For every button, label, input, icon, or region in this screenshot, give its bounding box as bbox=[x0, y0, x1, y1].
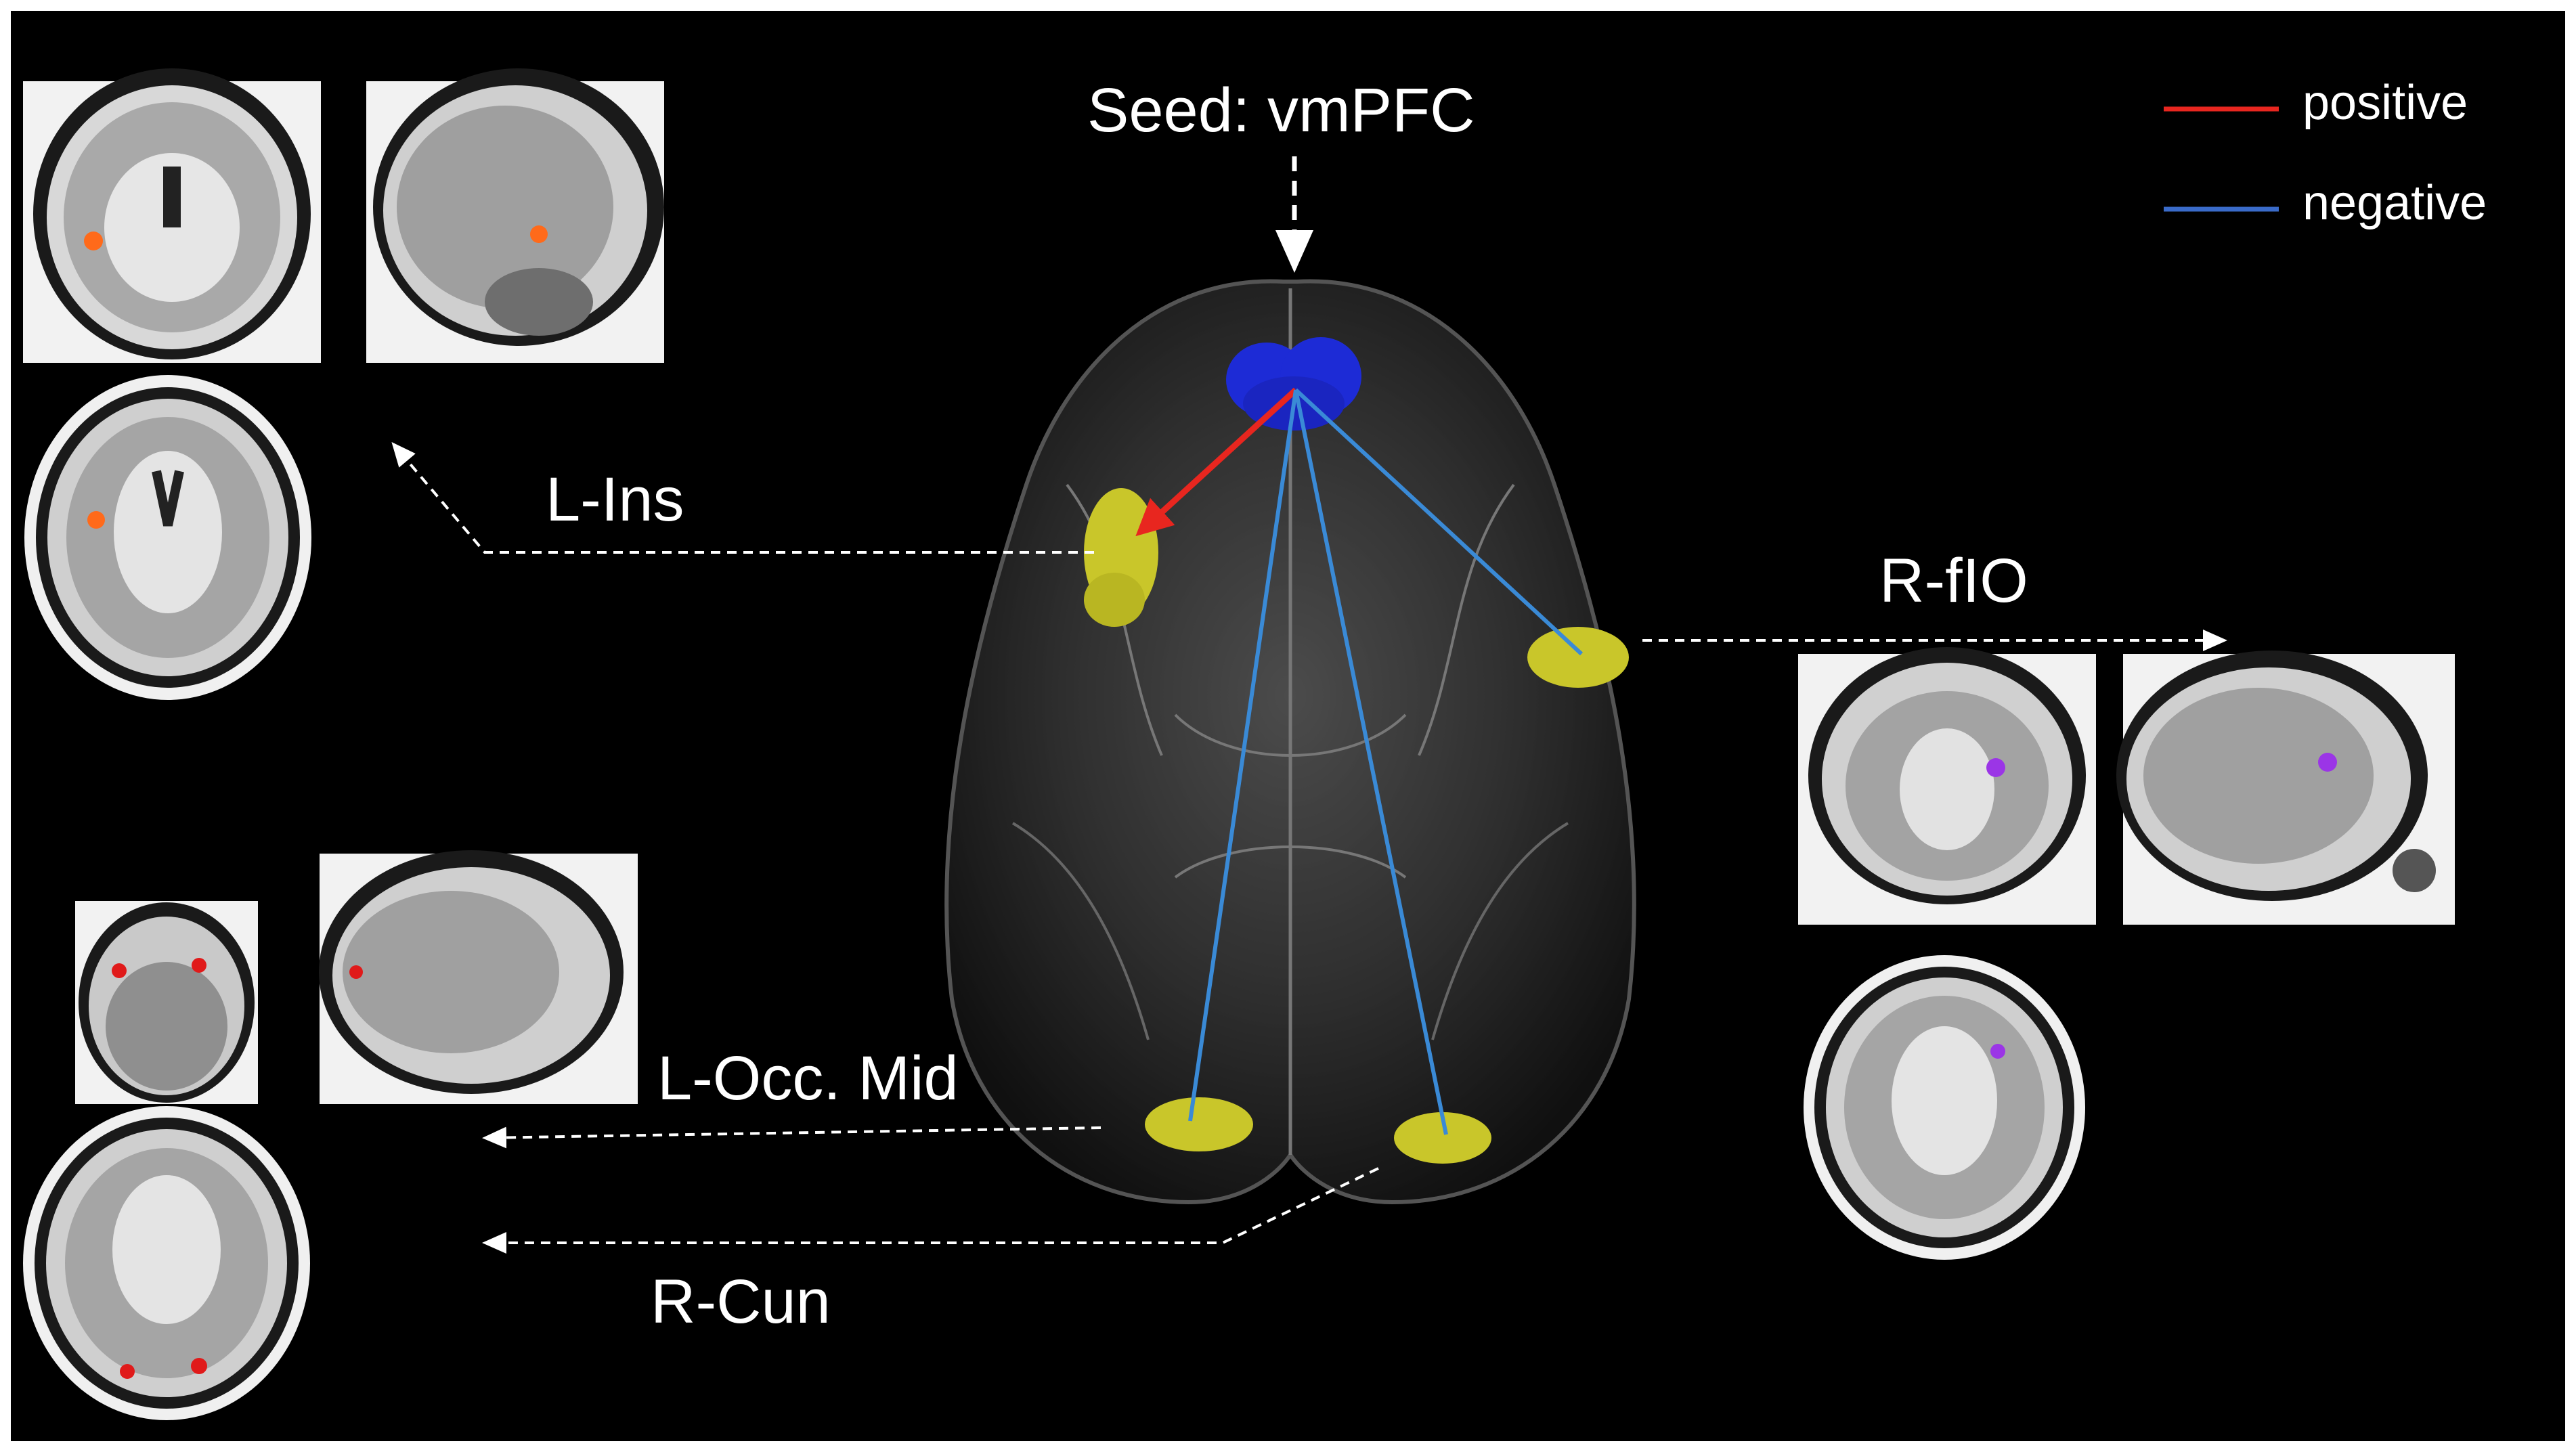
l-ins-activation-sagittal bbox=[530, 225, 548, 243]
r-fio-activation-coronal bbox=[1986, 758, 2005, 777]
r-fio-coronal-slice bbox=[1798, 647, 2096, 925]
occipital-activation-sagittal bbox=[349, 965, 363, 979]
occipital-activation-coronal-right bbox=[192, 958, 206, 973]
negative-connection-l-occ-mid bbox=[1188, 389, 1298, 1122]
l-ins-activation-coronal bbox=[84, 232, 103, 250]
negative-connection-r-cun bbox=[1294, 389, 1448, 1135]
seed-label: Seed: vmPFC bbox=[1087, 76, 1475, 145]
negative-connection-r-fio bbox=[1294, 388, 1584, 656]
l-ins-label: L-Ins bbox=[546, 465, 684, 534]
r-cun-cluster bbox=[1394, 1112, 1491, 1164]
l-ins-sagittal-slice bbox=[366, 68, 664, 363]
positive-connection-l-ins bbox=[1135, 387, 1298, 537]
l-occ-mid-pointer-arrow bbox=[482, 1126, 1101, 1149]
r-fio-activation-sagittal bbox=[2318, 753, 2337, 772]
legend-positive-label: positive bbox=[2302, 76, 2468, 130]
figure-graphics bbox=[23, 68, 2455, 1420]
occipital-axial-slice bbox=[23, 1106, 310, 1420]
occipital-sagittal-slice bbox=[319, 850, 638, 1104]
occipital-coronal-slice bbox=[75, 901, 258, 1104]
l-ins-pointer-arrow bbox=[391, 441, 1094, 554]
r-fio-activation-axial bbox=[1990, 1044, 2005, 1059]
legend-negative-label: negative bbox=[2302, 176, 2487, 230]
occipital-activation-axial-left bbox=[120, 1364, 135, 1379]
l-occ-mid-label: L-Occ. Mid bbox=[657, 1044, 959, 1113]
r-cun-pointer-arrow bbox=[482, 1167, 1379, 1254]
l-ins-activation-axial bbox=[87, 511, 105, 529]
r-fio-sagittal-slice bbox=[2116, 651, 2455, 925]
r-fio-cluster bbox=[1527, 627, 1629, 688]
l-ins-coronal-slice bbox=[23, 68, 321, 363]
l-ins-axial-slice bbox=[24, 375, 311, 700]
occipital-activation-axial-right bbox=[191, 1358, 207, 1374]
occipital-activation-coronal-left bbox=[112, 963, 127, 978]
l-occ-mid-cluster bbox=[1145, 1097, 1253, 1151]
r-fio-axial-slice bbox=[1804, 955, 2085, 1260]
r-fio-label: R-fIO bbox=[1879, 546, 2028, 615]
figure-canvas: Seed: vmPFC L-Ins R-fIO L-Occ. Mid R-Cun… bbox=[11, 11, 2565, 1441]
r-cun-label: R-Cun bbox=[651, 1267, 831, 1336]
